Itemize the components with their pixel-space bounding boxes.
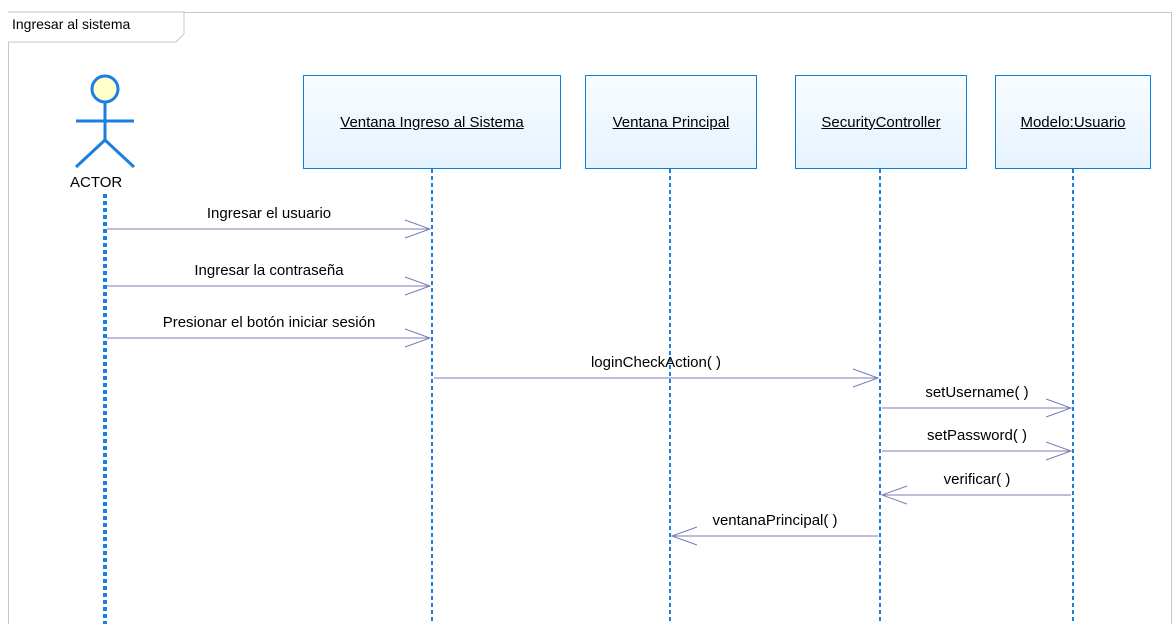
actor-label: ACTOR — [70, 174, 123, 191]
object-label-ventana-ingreso: Ventana Ingreso al Sistema — [340, 113, 524, 131]
object-box-modelo-usuario: Modelo:Usuario — [995, 75, 1151, 169]
object-label-security-controller: SecurityController — [821, 113, 941, 131]
message-label-8: ventanaPrincipal( ) — [712, 512, 838, 529]
frame-tab — [8, 11, 185, 43]
actor-right-leg — [103, 138, 136, 169]
message-arrow-7 — [880, 485, 1071, 505]
message-label-2: Ingresar la contraseña — [194, 262, 344, 279]
actor-left-leg — [74, 138, 107, 169]
message-label-7: verificar( ) — [943, 471, 1011, 488]
message-arrow-4 — [434, 368, 880, 388]
message-label-6: setPassword( ) — [926, 427, 1028, 444]
message-arrow-8 — [670, 526, 878, 546]
message-arrow-2 — [107, 276, 432, 296]
object-box-security-controller: SecurityController — [795, 75, 967, 169]
message-arrow-6 — [882, 441, 1073, 461]
message-label-5: setUsername( ) — [925, 384, 1029, 401]
object-box-ventana-principal: Ventana Principal — [585, 75, 757, 169]
message-label-3: Presionar el botón iniciar sesión — [162, 314, 376, 331]
actor-head — [90, 74, 120, 104]
frame-title: Ingresar al sistema — [12, 16, 131, 32]
object-box-ventana-ingreso: Ventana Ingreso al Sistema — [303, 75, 561, 169]
message-arrow-3 — [107, 328, 432, 348]
message-label-4: loginCheckAction( ) — [590, 354, 722, 371]
message-arrow-5 — [882, 398, 1073, 418]
message-arrow-1 — [107, 219, 432, 239]
diagram-frame — [8, 12, 1172, 624]
object-label-modelo-usuario: Modelo:Usuario — [1020, 113, 1126, 131]
actor-icon — [74, 74, 136, 169]
message-label-1: Ingresar el usuario — [206, 205, 332, 222]
object-label-ventana-principal: Ventana Principal — [612, 113, 730, 131]
